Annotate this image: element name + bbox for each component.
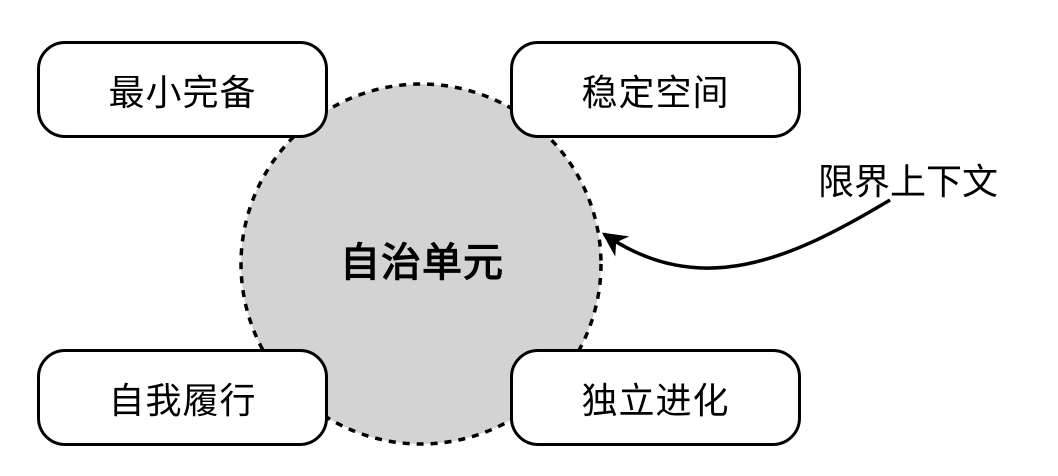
box-independent-evolution: 独立进化 <box>510 349 801 446</box>
autonomous-unit-circle <box>239 82 603 446</box>
box-label: 独立进化 <box>581 380 730 422</box>
box-self-fulfilling: 自我履行 <box>37 349 328 446</box>
box-label: 稳定空间 <box>581 72 730 114</box>
bounded-context-label: 限界上下文 <box>818 162 999 203</box>
box-label: 自我履行 <box>108 380 257 422</box>
center-label: 自治单元 <box>340 240 504 286</box>
context-arrow <box>601 198 891 270</box>
box-stable-space: 稳定空间 <box>510 41 801 138</box>
box-minimal-complete: 最小完备 <box>37 41 328 138</box>
box-label: 最小完备 <box>108 72 257 114</box>
